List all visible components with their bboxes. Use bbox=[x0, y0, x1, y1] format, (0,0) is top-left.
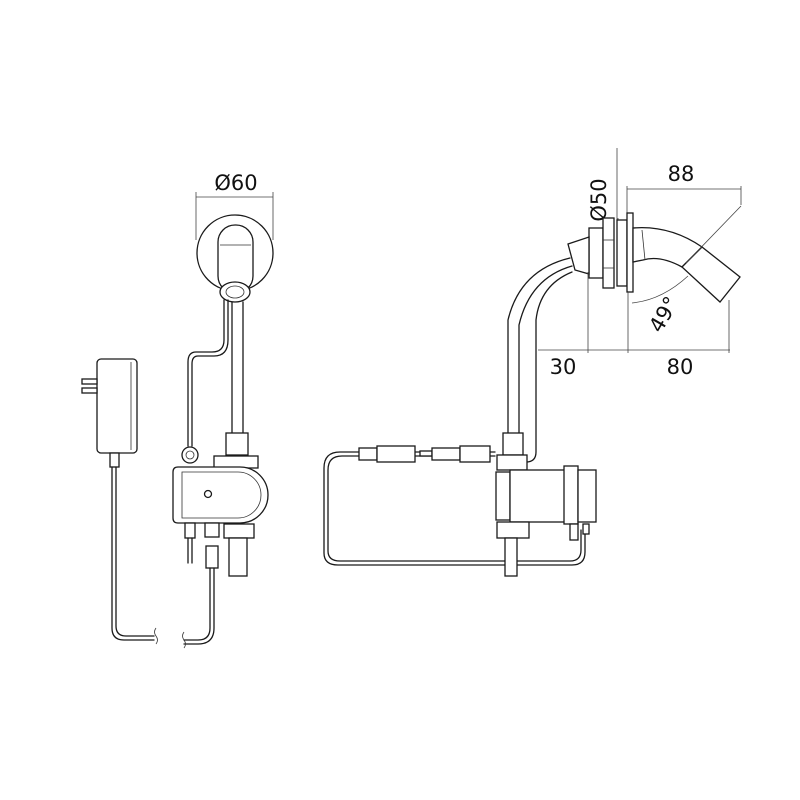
label-wall-to-body: 30 bbox=[550, 355, 577, 379]
spout-front bbox=[196, 214, 274, 303]
supply-pipe-front bbox=[225, 301, 249, 456]
control-cable bbox=[183, 567, 211, 641]
cable-connector bbox=[205, 545, 219, 569]
spout-side bbox=[632, 205, 742, 303]
side-view: Ø50 88 49° bbox=[323, 148, 742, 577]
cable-loop bbox=[323, 451, 586, 566]
plug-prong bbox=[81, 387, 98, 394]
sensor-eye bbox=[219, 281, 251, 303]
dimension-spout-projection: 88 bbox=[626, 162, 742, 215]
power-adapter bbox=[81, 358, 138, 468]
label-spout-projection: 88 bbox=[668, 162, 695, 186]
adapter-cable bbox=[111, 466, 155, 641]
wall-mount-body bbox=[567, 212, 634, 293]
control-box bbox=[172, 455, 269, 577]
supply-pipe-side bbox=[502, 257, 573, 463]
label-front-diameter: Ø60 bbox=[214, 171, 257, 195]
dimension-front-diameter: Ø60 bbox=[195, 171, 274, 240]
dimension-horizontal: 30 80 bbox=[538, 272, 730, 379]
cable-connectors bbox=[358, 445, 491, 463]
label-spout-reach: 80 bbox=[667, 355, 694, 379]
sensor-cable bbox=[187, 299, 225, 447]
led-indicator bbox=[203, 489, 213, 499]
solenoid-valve bbox=[495, 454, 597, 577]
front-view: Ø60 bbox=[81, 171, 274, 649]
plug-prong bbox=[81, 378, 98, 385]
label-side-diameter: Ø50 bbox=[587, 178, 611, 221]
dimension-spout-angle: 49° bbox=[631, 275, 689, 337]
